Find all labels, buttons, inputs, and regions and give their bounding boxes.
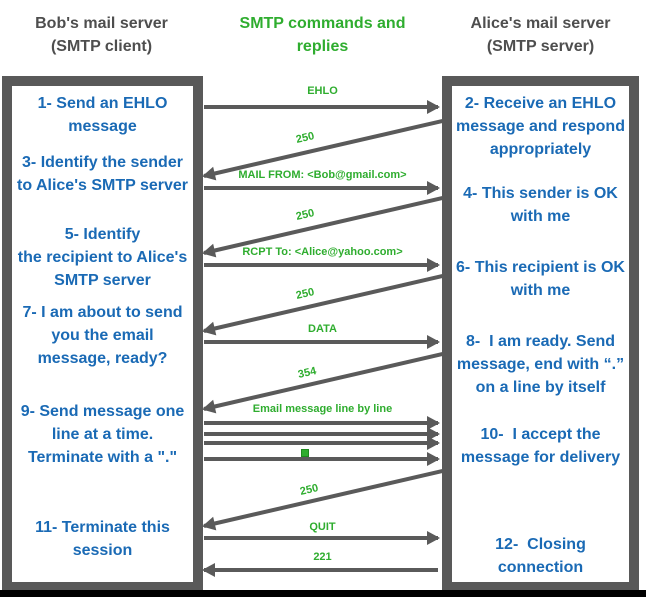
client-step-11: 11- Terminate this session bbox=[35, 519, 170, 559]
client-box bbox=[2, 76, 203, 592]
arrow-quit bbox=[204, 531, 440, 545]
arrow-rcpt-to bbox=[204, 258, 440, 272]
label-data: DATA bbox=[308, 323, 337, 335]
arrow-email-line-3 bbox=[204, 436, 440, 450]
label-reply-221: 221 bbox=[313, 551, 332, 563]
label-ehlo: EHLO bbox=[307, 85, 338, 97]
arrow-email-line-4 bbox=[204, 452, 440, 466]
server-step-8: 8- I am ready. Send message, end with “.… bbox=[456, 333, 625, 396]
arrow-data bbox=[204, 335, 440, 349]
server-step-10: 10- I accept the message for delivery bbox=[460, 426, 621, 466]
arrow-email-line-1 bbox=[204, 416, 440, 430]
server-box bbox=[442, 76, 639, 592]
label-reply-354: 354 bbox=[296, 365, 318, 381]
client-step-5: 5- Identify the recipient to Alice's SMT… bbox=[17, 226, 188, 289]
server-step-12: 12- Closing connection bbox=[495, 536, 586, 576]
label-reply-250-1: 250 bbox=[294, 130, 316, 146]
server-step-6: 6- This recipient is OK with me bbox=[456, 259, 625, 299]
arrow-reply-221 bbox=[202, 563, 438, 577]
arrow-ehlo bbox=[204, 100, 440, 114]
footer-bar bbox=[0, 590, 646, 597]
label-reply-250-3: 250 bbox=[294, 286, 316, 302]
client-step-9: 9- Send message one line at a time. Term… bbox=[20, 403, 185, 466]
client-step-3: 3- Identify the sender to Alice's SMTP s… bbox=[17, 154, 188, 194]
server-header: Alice's mail server (SMTP server) bbox=[470, 15, 611, 55]
arrow-reply-250-4 bbox=[203, 468, 444, 528]
server-step-2: 2- Receive an EHLO message and respond a… bbox=[456, 95, 625, 158]
label-reply-250-4: 250 bbox=[298, 482, 320, 498]
client-step-1: 1- Send an EHLO message bbox=[37, 95, 168, 135]
arrow-email-line-2 bbox=[204, 427, 440, 441]
label-mail-from: MAIL FROM: <Bob@gmail.com> bbox=[238, 169, 407, 181]
arrow-mail-from bbox=[204, 181, 440, 195]
dot-icon bbox=[301, 449, 309, 457]
label-reply-250-2: 250 bbox=[294, 207, 316, 223]
client-step-7: 7- I am about to send you the email mess… bbox=[22, 304, 183, 367]
label-quit: QUIT bbox=[309, 521, 336, 533]
label-email-lines: Email message line by line bbox=[252, 403, 393, 415]
center-header: SMTP commands and replies bbox=[239, 15, 406, 55]
server-step-4: 4- This sender is OK with me bbox=[463, 185, 618, 225]
label-rcpt-to: RCPT To: <Alice@yahoo.com> bbox=[242, 246, 403, 258]
client-header: Bob's mail server (SMTP client) bbox=[35, 15, 168, 55]
